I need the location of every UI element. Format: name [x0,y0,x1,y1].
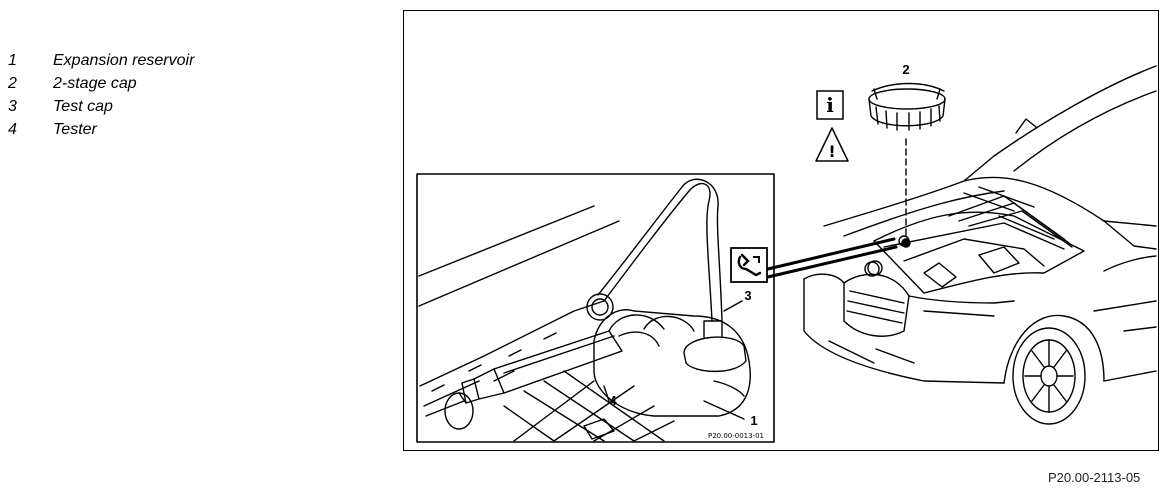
legend-item: 2 2-stage cap [0,75,300,97]
info-icon: i [816,90,844,120]
reservoir-position-dot [901,238,911,248]
svg-text:i: i [826,93,834,117]
diagram-illustration: i ! 2 3 4 1 P20.00-0013-01 [416,62,1157,443]
inset-code: P20.00-0013-01 [708,432,764,440]
callout-4: 4 [609,393,617,408]
figure-reference: P20.00-2113-05 [1048,470,1141,485]
callout-1: 1 [750,413,757,428]
legend-number: 4 [8,121,17,138]
connector-line [766,237,896,271]
legend-label: 2-stage cap [53,75,137,92]
legend-label: Expansion reservoir [53,52,195,69]
legend-number: 3 [8,98,17,115]
tool-icon [730,247,768,283]
legend-number: 1 [8,52,17,69]
two-stage-cap-illustration [868,82,946,131]
legend-item: 4 Tester [0,121,300,143]
legend-number: 2 [8,75,17,92]
legend-label: Test cap [53,98,113,115]
car-illustration [803,65,1157,425]
svg-text:!: ! [828,142,835,161]
callout-3: 3 [744,288,751,303]
callout-2: 2 [902,62,909,77]
legend-item: 3 Test cap [0,98,300,120]
inset-detail [416,173,775,443]
legend-item: 1 Expansion reservoir [0,52,300,74]
figure-frame: i ! 2 3 4 1 P20.00-0013-01 [403,10,1159,451]
warning-icon: ! [815,127,849,162]
legend-label: Tester [53,121,97,138]
